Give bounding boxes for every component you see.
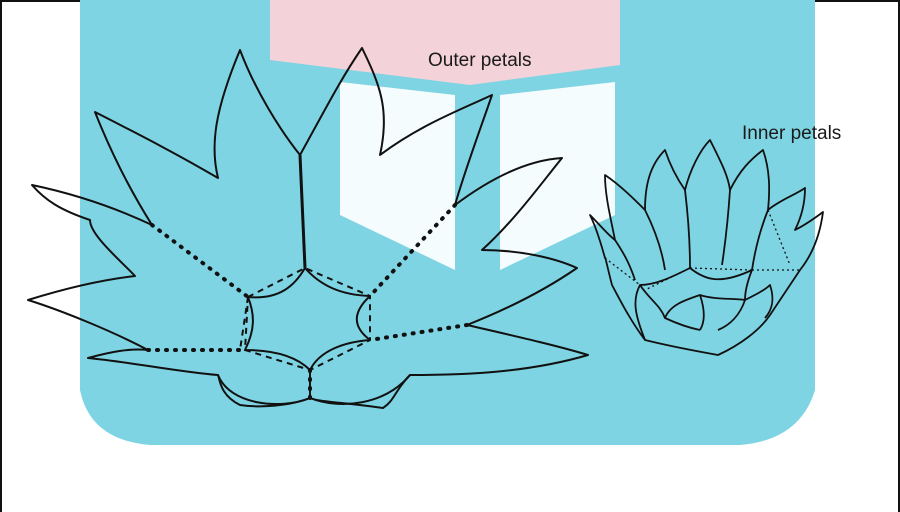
outer-petals-label: Outer petals [428, 50, 532, 72]
inner-petals-label: Inner petals [742, 123, 841, 145]
